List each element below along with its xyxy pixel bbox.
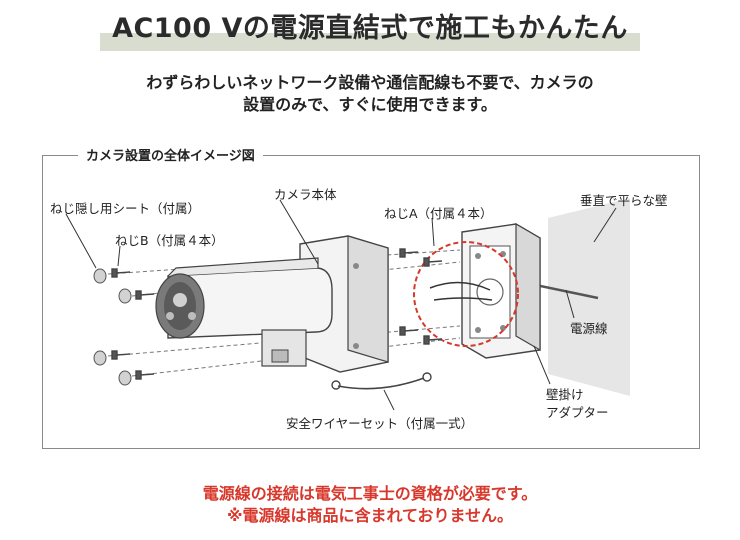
- warning-electrician: 電源線の接続は電気工事士の資格が必要です。: [202, 484, 538, 503]
- label-wall: 垂直で平らな壁: [580, 193, 668, 208]
- intro-text: わずらわしいネットワーク設備や通信配線も不要で、カメラの 設置のみで、すぐに使用…: [0, 72, 740, 116]
- page-title: AC100 Vの電源直結式で施工もかんたん: [112, 13, 628, 44]
- label-power-cable: 電源線: [570, 321, 608, 336]
- label-wall-adapter-line-2: アダプター: [546, 405, 609, 420]
- camera-body-illustration: [155, 257, 333, 367]
- wall-adapter-illustration: [461, 222, 541, 359]
- label-wall-adapter-line-1: 壁掛け: [546, 387, 584, 402]
- leader-lines: [65, 199, 617, 411]
- screw-b-illustration: [111, 268, 155, 380]
- label-screw-a: ねじA（付属４本）: [384, 206, 493, 221]
- screw-cover-sheets: [93, 268, 132, 386]
- label-safety-wire: 安全ワイヤーセット（付属一式）: [286, 416, 474, 431]
- label-screw-b: ねじB（付属４本）: [115, 233, 224, 248]
- diagram-frame-title: カメラ設置の全体イメージ図: [78, 145, 263, 164]
- warning-cable-not-included: ※電源線は商品に含まれておりません。: [226, 506, 514, 525]
- screw-a-illustration: [399, 248, 443, 345]
- title-underline-band: [100, 33, 640, 51]
- diagram-frame: [42, 155, 700, 449]
- intro-line-2: 設置のみで、すぐに使用できます。: [243, 95, 497, 114]
- title-block: AC100 Vの電源直結式で施工もかんたん: [0, 0, 740, 60]
- intro-line-1: わずらわしいネットワーク設備や通信配線も不要で、カメラの: [146, 73, 594, 92]
- safety-wire-illustration: [337, 377, 425, 390]
- label-camera-body: カメラ本体: [274, 187, 337, 202]
- highlight-circle: [413, 241, 519, 347]
- inner-wires: [429, 281, 493, 301]
- label-screw-cover-sheet: ねじ隠し用シート（付属）: [50, 201, 201, 216]
